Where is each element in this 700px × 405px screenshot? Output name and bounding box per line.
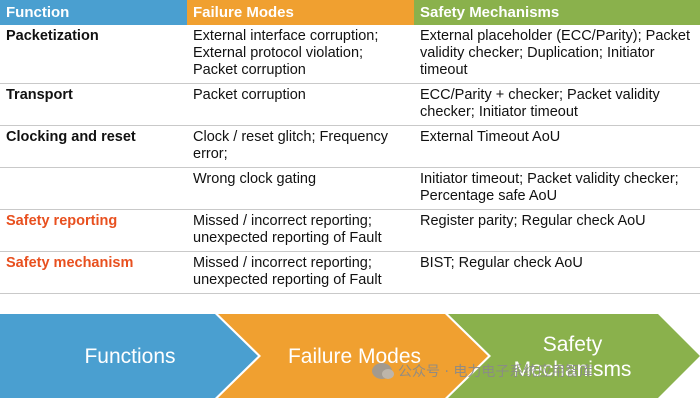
header-failure-modes: Failure Modes (187, 0, 414, 25)
function-cell (0, 167, 187, 210)
failure-mode-cell: Packet corruption (187, 83, 414, 126)
fmea-table: Function Failure Modes Safety Mechanisms… (0, 0, 700, 294)
table-row: Safety reporting Missed / incorrect repo… (0, 209, 700, 252)
header-safety-mechanisms: Safety Mechanisms (414, 0, 700, 25)
flow-step-safety-mechanisms: Safety Mechanisms (490, 332, 655, 382)
function-cell: Transport (0, 83, 187, 126)
safety-mechanism-cell: Initiator timeout; Packet validity check… (414, 167, 700, 210)
process-flow: Functions Failure Modes Safety Mechanism… (0, 312, 700, 400)
safety-mechanism-cell: External Timeout AoU (414, 125, 700, 168)
table-row: Wrong clock gating Initiator timeout; Pa… (0, 167, 700, 210)
function-cell: Safety mechanism (0, 251, 187, 294)
failure-mode-cell: Clock / reset glitch; Frequency error; (187, 125, 414, 168)
process-flow-arrows (0, 314, 700, 398)
flow-step-failure-modes: Failure Modes (287, 345, 422, 368)
flow-step-safety-line1: Safety (542, 333, 603, 356)
table-header-row: Function Failure Modes Safety Mechanisms (0, 0, 700, 25)
function-cell: Packetization (0, 25, 187, 84)
flow-step-functions: Functions (84, 345, 176, 368)
arrow-functions (0, 314, 258, 398)
safety-mechanism-cell: ECC/Parity + checker; Packet validity ch… (414, 83, 700, 126)
watermark: 公众号 · 电力电子系统应用智库 (372, 360, 700, 382)
failure-mode-cell: Missed / incorrect reporting; unexpected… (187, 209, 414, 252)
header-function: Function (0, 0, 187, 25)
function-cell: Clocking and reset (0, 125, 187, 168)
watermark-text: 公众号 · 电力电子系统应用智库 (398, 364, 594, 380)
safety-mechanism-cell: External placeholder (ECC/Parity); Packe… (414, 25, 700, 84)
safety-mechanism-cell: BIST; Regular check AoU (414, 251, 700, 294)
table-row: Packetization External interface corrupt… (0, 25, 700, 84)
table-row: Transport Packet corruption ECC/Parity +… (0, 83, 700, 126)
table-row: Clocking and reset Clock / reset glitch;… (0, 125, 700, 168)
safety-mechanism-cell: Register parity; Regular check AoU (414, 209, 700, 252)
failure-mode-cell: External interface corruption; External … (187, 25, 414, 84)
function-cell: Safety reporting (0, 209, 187, 252)
arrow-safety-mechanisms (448, 314, 700, 398)
arrow-failure-modes (218, 314, 488, 398)
flow-step-safety-line2: Mechanisms (513, 358, 632, 381)
table-row: Safety mechanism Missed / incorrect repo… (0, 251, 700, 294)
failure-mode-cell: Wrong clock gating (187, 167, 414, 210)
wechat-icon (372, 363, 394, 379)
failure-mode-cell: Missed / incorrect reporting; unexpected… (187, 251, 414, 294)
